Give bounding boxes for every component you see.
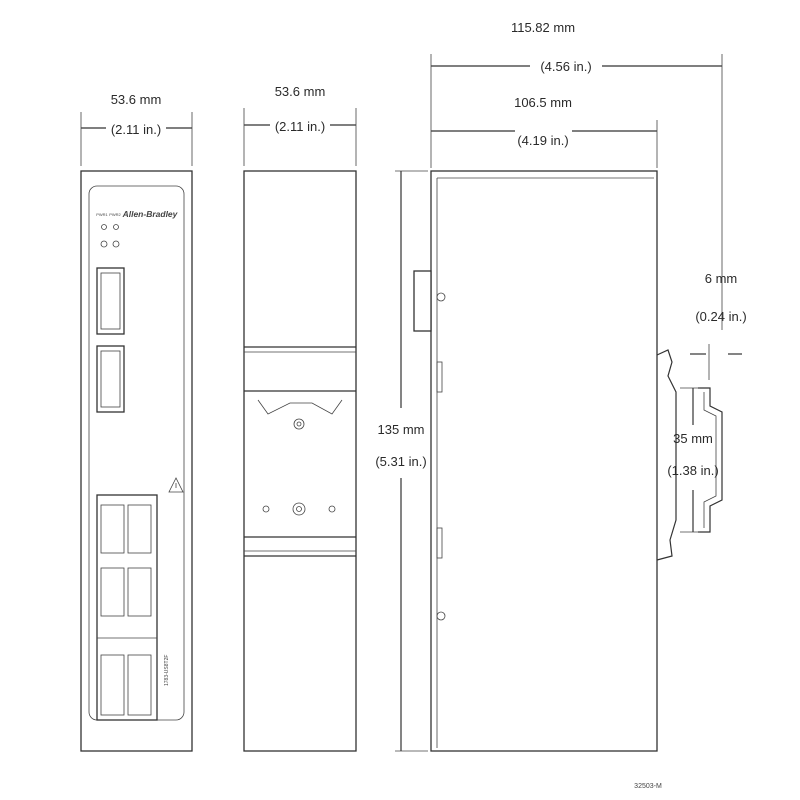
rail-offset-mm: 6 mm [705,271,738,286]
rj45-port [127,567,152,617]
rj45-port [100,567,125,617]
rj45-block [96,494,158,721]
body-depth-in: (4.19 in.) [517,133,568,148]
sfp-port-8-inner [100,272,121,330]
rj45-port [127,504,152,554]
rail-hole-right [328,505,336,513]
sfp-port-7-inner [100,350,121,408]
led-3 [100,240,108,248]
warning-icon [168,477,184,493]
din-clip [257,399,343,415]
ground-screw [292,502,306,516]
sfp-port-8 [96,267,125,335]
ground-screw-center [296,506,302,512]
rail-hole-left [262,505,270,513]
overall-depth-in: (4.56 in.) [540,59,591,74]
rj45-port [127,654,152,716]
clip-screw-center [296,421,302,427]
figure-id: 32503-M [634,783,662,790]
rail-height-in: (1.38 in.) [667,463,718,478]
sfp-port-7 [96,345,125,413]
rj45-port [100,504,125,554]
height-in: (5.31 in.) [375,454,426,469]
front-connector [413,270,432,332]
rj45-ports [97,504,157,716]
led-label-1: PWR1 [96,212,108,217]
model-number: 1783-US8T2F [164,655,170,686]
front-width-in: (2.11 in.) [111,122,161,137]
rj45-port [100,654,125,716]
profile-view: 115.82 mm (4.56 in.) 106.5 mm (4.19 in.)… [375,20,747,752]
screw-top [436,292,446,302]
din-rail-inner [703,392,717,528]
overall-depth-mm: 115.82 mm [511,20,575,35]
side-width-in: (2.11 in.) [275,119,325,134]
latch-top [436,361,443,393]
latch-bottom [436,527,443,559]
side-housing [243,170,357,752]
rear-rail-clip [656,349,677,561]
side-width-mm: 53.6 mm [275,84,326,99]
front-width-mm: 53.6 mm [111,92,162,107]
clip-screw [293,418,305,430]
led-4 [112,240,120,248]
rail-offset-in: (0.24 in.) [695,309,746,324]
profile-housing [430,170,658,752]
front-view: 53.6 mm (2.11 in.) Allen-Bradley PWR1 PW… [80,92,193,752]
led-2 [113,224,119,230]
height-mm: 135 mm [378,422,425,437]
side-view: 53.6 mm (2.11 in.) [243,84,357,752]
led-label-2: PWR2 [109,212,121,217]
rail-height-mm: 35 mm [673,431,713,446]
din-rail-profile [698,387,723,533]
screw-bottom [436,611,446,621]
body-depth-mm: 106.5 mm [514,95,572,110]
brand-logo: Allen-Bradley [122,209,179,219]
led-1 [101,224,107,230]
